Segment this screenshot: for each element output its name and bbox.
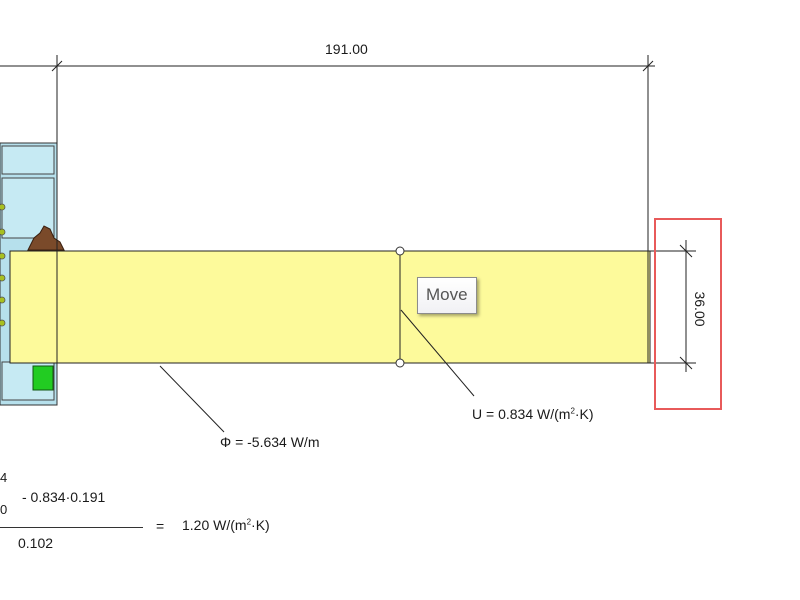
frame-profile[interactable]: [0, 142, 65, 406]
formula-result-sup: 2: [246, 517, 252, 527]
height-dimension[interactable]: [650, 240, 696, 372]
formula-result-suffix: ·K): [251, 517, 270, 533]
phi-prefix: Φ: [220, 434, 232, 450]
formula-result-value: 1.20 W/(m: [182, 517, 247, 533]
width-dimension-label: 191.00: [325, 41, 368, 57]
screw-4: [0, 274, 6, 282]
grip-top[interactable]: [395, 246, 405, 256]
phi-value: = -5.634 W/m: [235, 434, 320, 450]
u-value-label[interactable]: U = 0.834 W/(m2·K): [472, 406, 594, 422]
seal-brown: [27, 225, 65, 251]
u-suffix: ·K): [574, 406, 594, 422]
formula-zero: 0: [0, 502, 8, 517]
u-leader-line: [400, 309, 475, 397]
move-tooltip: Move: [417, 277, 477, 314]
grip-bottom[interactable]: [395, 358, 405, 368]
gasket-green: [32, 365, 54, 391]
formula-numerator: - 0.834·0.191: [22, 489, 106, 505]
formula-fraction-bar: [0, 527, 143, 528]
u-prefix: U: [472, 406, 483, 422]
phi-leader-line: [159, 365, 225, 433]
screw-5: [0, 296, 6, 304]
selection-highlight: [654, 218, 722, 410]
panel-rect[interactable]: [9, 250, 651, 364]
phi-value-label[interactable]: Φ = -5.634 W/m: [220, 434, 319, 450]
u-sup: 2: [570, 406, 575, 416]
formula-denominator: 0.102: [18, 535, 54, 551]
screw-2: [0, 228, 6, 236]
width-dimension[interactable]: [0, 55, 655, 363]
formula-result: 1.20 W/(m2·K): [182, 517, 270, 533]
frame-chamber-top: [1, 145, 55, 175]
formula-equals: =: [156, 518, 165, 534]
screw-3: [0, 252, 6, 260]
u-value: = 0.834 W/(m: [486, 406, 571, 422]
formula-top-left: 4: [0, 470, 8, 485]
screw-1: [0, 203, 6, 211]
screw-6: [0, 319, 6, 327]
